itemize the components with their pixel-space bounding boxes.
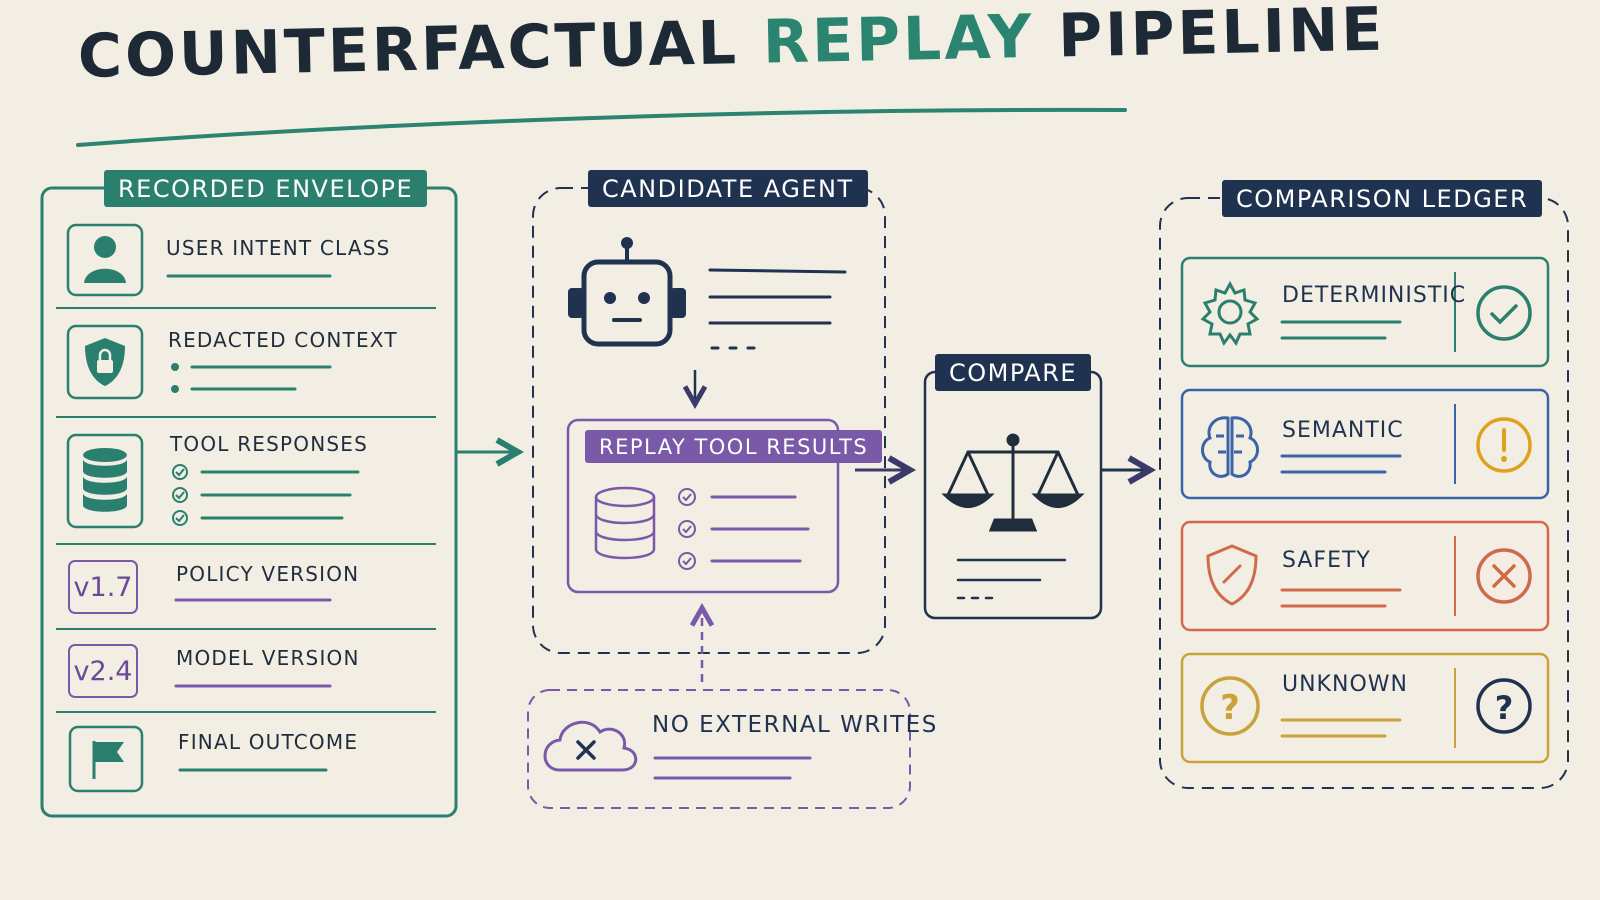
- database-icon: [594, 486, 656, 560]
- no-external-writes-label: NO EXTERNAL WRITES: [652, 712, 938, 738]
- cloud-x-icon: [543, 720, 638, 772]
- title-underline: [76, 107, 1127, 147]
- recorded-envelope-label: RECORDED ENVELOPE: [104, 170, 428, 207]
- x-circle-icon: [1476, 548, 1532, 604]
- flag-icon: [68, 725, 144, 793]
- unknown-label: UNKNOWN: [1282, 672, 1408, 697]
- svg-text:?: ?: [1495, 689, 1514, 727]
- question-circle-icon: ?: [1200, 676, 1260, 736]
- shield-lock-icon: [66, 324, 144, 400]
- check-circle-icon: [1476, 285, 1532, 341]
- scales-icon: [941, 433, 1085, 532]
- model-version-label: MODEL VERSION: [176, 646, 360, 670]
- redacted-context-label: REDACTED CONTEXT: [168, 328, 398, 352]
- no-external-writes-box: [527, 689, 911, 809]
- shield-slash-icon: [1206, 544, 1258, 606]
- check-icons: [678, 488, 696, 570]
- tool-responses-label: TOOL RESPONSES: [170, 432, 369, 456]
- recorded-envelope-panel: [40, 186, 458, 818]
- candidate-agent-label: CANDIDATE AGENT: [588, 170, 868, 207]
- compare-label: COMPARE: [935, 354, 1092, 391]
- semantic-label: SEMANTIC: [1282, 418, 1404, 443]
- brain-icon: [1201, 416, 1259, 478]
- final-outcome-label: FINAL OUTCOME: [178, 730, 359, 754]
- candidate-agent-panel: [532, 187, 886, 654]
- database-icon: [66, 433, 144, 529]
- svg-text:?: ?: [1220, 688, 1240, 728]
- deterministic-label: DETERMINISTIC: [1282, 283, 1467, 308]
- policy-version-badge: v1.7: [68, 560, 138, 614]
- compare-panel: [923, 370, 1103, 620]
- gear-icon: [1200, 280, 1260, 346]
- replay-tool-results-label: REPLAY TOOL RESULTS: [585, 430, 883, 463]
- robot-icon: [568, 237, 686, 347]
- comparison-ledger-panel: ? ?: [1159, 197, 1569, 789]
- policy-version-label: POLICY VERSION: [176, 562, 360, 586]
- check-icons: [172, 464, 188, 526]
- question-circle-icon: ?: [1476, 678, 1532, 734]
- user-icon: [66, 223, 144, 297]
- model-version-badge: v2.4: [68, 644, 138, 698]
- user-intent-class-label: USER INTENT CLASS: [166, 236, 391, 260]
- exclamation-circle-icon: [1476, 417, 1532, 473]
- safety-label: SAFETY: [1282, 548, 1371, 573]
- comparison-ledger-label: COMPARISON LEDGER: [1222, 180, 1543, 217]
